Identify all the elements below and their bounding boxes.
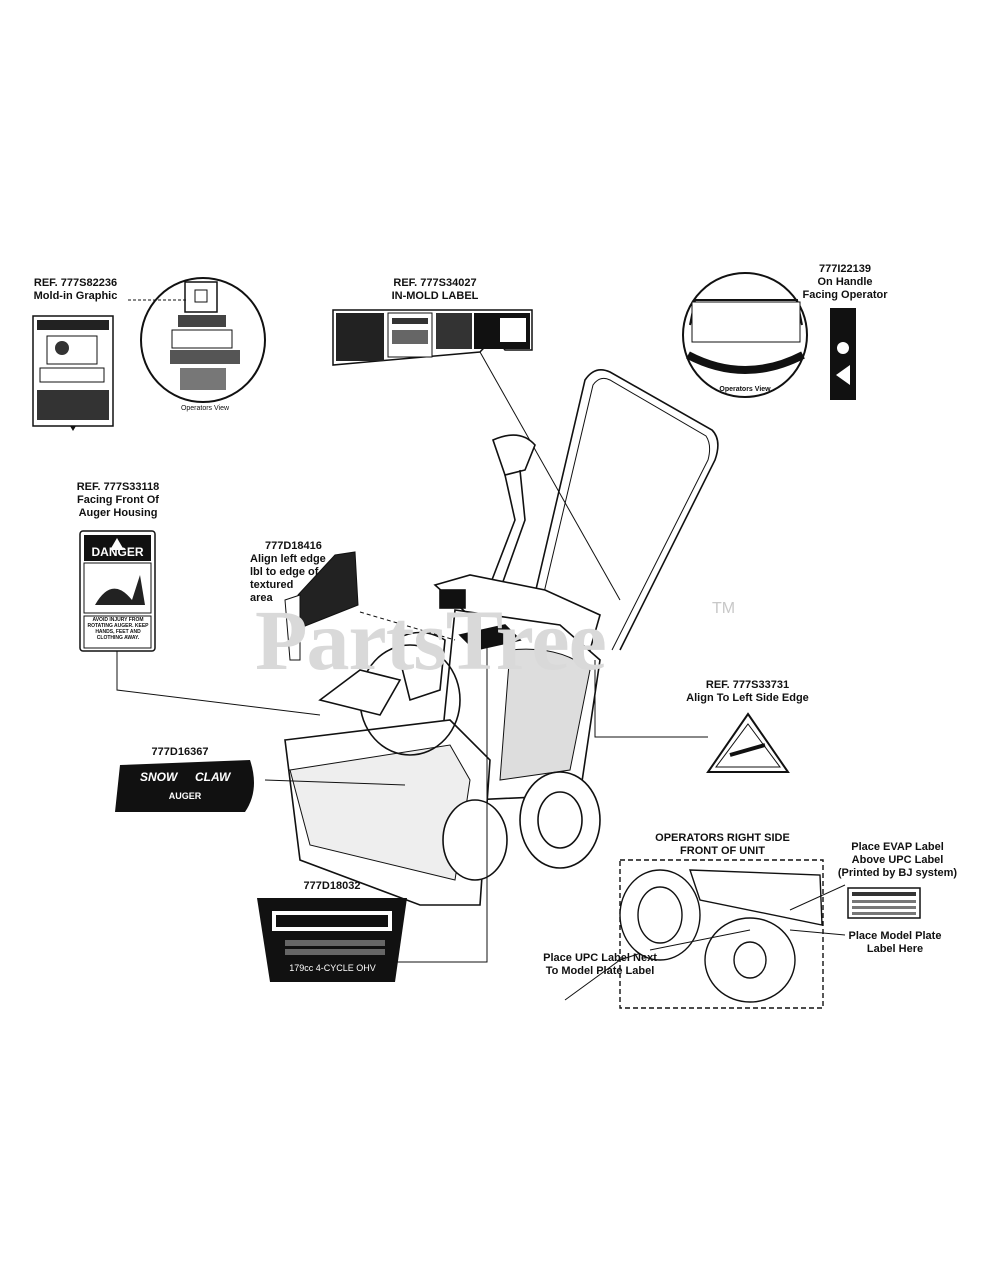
callout-ref-16367: 777D16367 [151,746,209,758]
operators-view-text: Operators View [719,386,771,393]
callout-ref-82236: REF. 777S82236 Mold-in Graphic [28,277,123,303]
engine-text: 179cc 4-CYCLE OHV [289,963,376,973]
callout-ref-33731: REF. 777S33731 Align To Left Side Edge [680,679,815,705]
callout-text: Place EVAP Label [851,841,944,853]
evap-label [847,887,921,919]
callout-text: Facing Operator [802,289,888,301]
callout-text: textured [250,579,294,591]
handle-detail-circle [682,272,808,398]
warning-triangle-label [706,712,790,773]
callout-ref-33118: REF. 777S33118 Facing Front Of Auger Hou… [68,481,168,520]
callout-text: area [250,592,273,604]
callout-text: OPERATORS RIGHT SIDE [655,832,790,844]
danger-text: AVOID INJURY FROM ROTATING AUGER. KEEP H… [87,617,149,641]
watermark: PartsTree [255,592,607,688]
operators-view-text: Operators View [180,405,230,412]
callout-text: Mold-in Graphic [33,290,118,302]
watermark-tm: TM [712,600,736,617]
danger-title: DANGER [91,545,144,559]
callout-text: FRONT OF UNIT [680,845,765,857]
callout-right-side: OPERATORS RIGHT SIDE FRONT OF UNIT [630,832,815,858]
danger-label [79,530,156,652]
mold-in-detail-circle [128,277,266,403]
callout-text: Place UPC Label Next [543,952,657,964]
callout-ref-18416: 777D18416 Align left edge lbl to edge of… [250,540,326,605]
callout-text: 777D18416 [265,540,322,552]
callout-text: Label Here [866,943,924,955]
mold-in-graphic-label [32,315,114,431]
engine-label [257,898,407,982]
callout-text: REF. 777S82236 [33,277,118,289]
right-side-inset [619,859,824,1009]
callout-text: Place Model Plate [848,930,942,942]
callout-model-plate: Place Model Plate Label Here [830,930,960,956]
snow-claw-sub: AUGER [168,791,202,801]
callout-upc: Place UPC Label Next To Model Plate Labe… [530,952,670,978]
callout-text: To Model Plate Label [545,965,655,977]
callout-text: (Printed by BJ system) [837,867,958,879]
callout-text: Align To Left Side Edge [686,692,809,704]
callout-ref-22139: 777I22139 On Handle Facing Operator [795,263,895,302]
in-mold-label [332,309,533,366]
snow-claw-auger-label [115,760,254,812]
snow-claw-word2: CLAW [195,770,231,784]
callout-ref-18032: 777D18032 [303,880,361,892]
handle-label [830,308,856,400]
callout-text: Above UPC Label [851,854,944,866]
callout-text: Align left edge [250,553,326,565]
textured-area-label [284,551,359,661]
callout-evap: Place EVAP Label Above UPC Label (Printe… [825,841,970,880]
callout-text: Auger Housing [78,507,158,519]
snow-thrower-body [284,369,719,906]
callout-text: Facing Front Of [77,494,159,506]
callout-ref-34027: REF. 777S34027 IN-MOLD LABEL [385,277,485,303]
callout-text: IN-MOLD LABEL [391,290,479,302]
callout-text: REF. 777S33731 [705,679,790,691]
callout-text: 777I22139 [819,263,871,275]
snow-claw-word1: SNOW [140,770,178,784]
callout-text: On Handle [817,276,873,288]
callout-text: lbl to edge of [250,566,319,578]
callout-text: REF. 777S33118 [76,481,160,493]
callout-text: REF. 777S34027 [393,277,477,289]
